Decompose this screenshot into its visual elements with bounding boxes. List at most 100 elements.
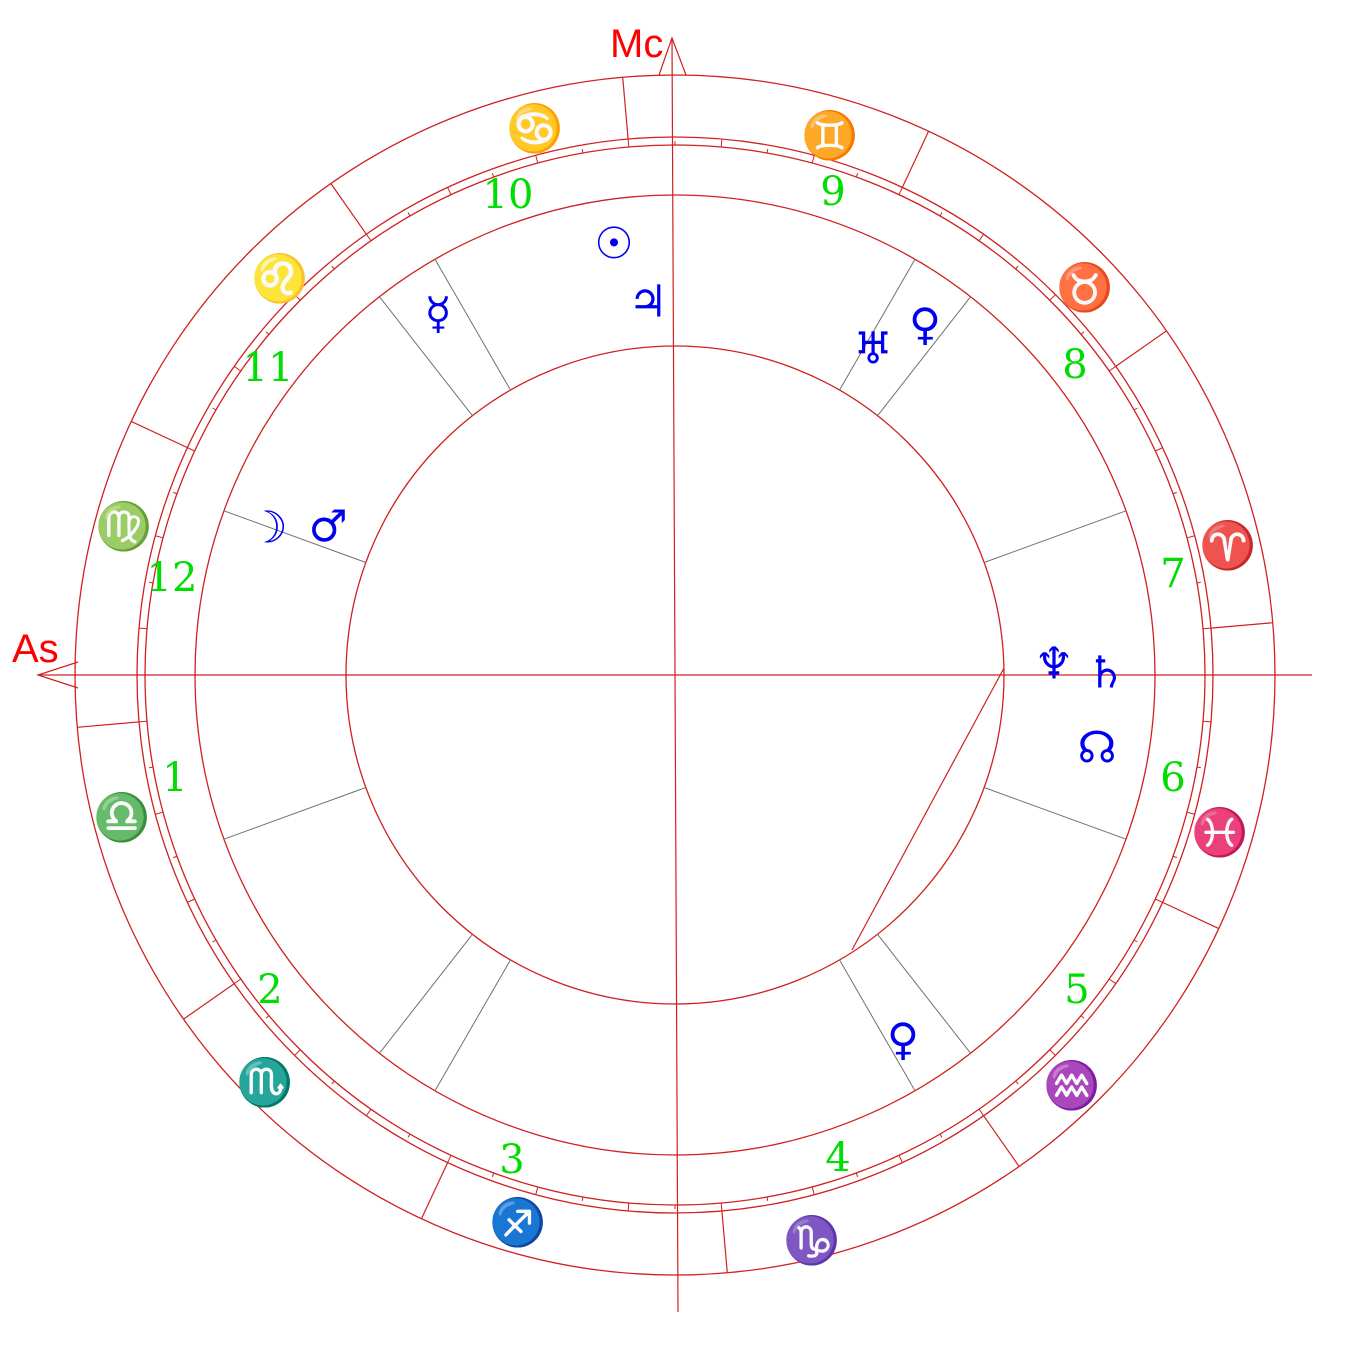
zodiac-leo: ♌ — [251, 251, 308, 305]
zodiac-cancer: ♋ — [506, 101, 563, 155]
degree-tick — [581, 1196, 584, 1201]
house-cusp — [223, 510, 367, 563]
degree-tick — [1186, 535, 1195, 539]
degree-tick — [1202, 720, 1211, 723]
pluto-icon: ♀ — [887, 1015, 919, 1066]
degree-tick — [447, 1155, 452, 1163]
zodiac-scorpio: ♏ — [236, 1055, 293, 1109]
house-number: 5 — [1064, 967, 1089, 1013]
degree-tick — [234, 978, 242, 984]
house-cusp — [877, 933, 971, 1054]
degree-tick — [720, 1202, 723, 1211]
degree-tick — [155, 811, 164, 815]
sign-divider — [130, 420, 188, 449]
sign-divider — [721, 1210, 728, 1273]
moon-icon: ☽ — [248, 503, 287, 554]
degree-tick — [294, 1049, 301, 1056]
house-cusp — [434, 959, 511, 1091]
zodiac-aries: ♈ — [1199, 518, 1256, 572]
degree-tick — [149, 766, 154, 769]
house-cusp — [379, 296, 473, 417]
degree-tick — [766, 1196, 769, 1201]
house-cusp — [434, 259, 511, 391]
zodiac-pisces: ♓ — [1191, 805, 1248, 859]
mars-icon: ♂ — [308, 502, 347, 553]
degree-tick — [811, 155, 815, 164]
chart-axes — [36, 36, 1312, 1313]
sign-divider — [622, 77, 629, 140]
degree-tick — [1080, 1015, 1085, 1019]
degree-tick — [1196, 766, 1201, 769]
degree-tick — [1155, 447, 1163, 452]
degree-tick — [187, 447, 195, 452]
house-cusp — [839, 259, 916, 391]
house-cusp — [983, 510, 1127, 563]
house-cusp — [839, 959, 916, 1091]
sun-icon: ☉ — [594, 219, 633, 270]
degree-tick — [1186, 811, 1195, 815]
sign-divider — [77, 721, 140, 728]
house-number: 9 — [820, 169, 845, 215]
aspect-line — [851, 667, 1005, 951]
uranus-icon: ♅ — [853, 324, 892, 375]
degree-tick — [155, 535, 164, 539]
meridian-line — [671, 37, 679, 1313]
degree-tick — [1133, 939, 1138, 943]
degree-tick — [265, 331, 270, 335]
degree-tick — [331, 265, 335, 270]
house-number: 8 — [1062, 342, 1087, 388]
degree-tick — [855, 173, 859, 178]
degree-tick — [407, 1133, 411, 1138]
degree-tick — [139, 720, 148, 723]
mercury-icon: ☿ — [424, 289, 451, 340]
planet-glyphs: ☉♃☿♅♀☽♂♆♄☊♀ — [248, 219, 1125, 1066]
degree-tick — [1133, 407, 1138, 411]
degree-tick — [187, 898, 195, 903]
house-number: 12 — [147, 555, 198, 601]
degree-tick — [234, 366, 242, 372]
degree-tick — [447, 187, 452, 195]
zodiac-glyphs: ♈♉♊♋♌♍♎♏♐♑♒♓ — [93, 101, 1256, 1267]
house-number: 1 — [162, 755, 187, 801]
degree-tick — [939, 212, 943, 217]
sign-divider — [183, 983, 235, 1020]
zodiac-sign-dividers — [77, 77, 1273, 1273]
zodiac-taurus: ♉ — [1056, 260, 1113, 314]
degree-tick — [1080, 331, 1085, 335]
neptune-icon: ♆ — [1034, 639, 1073, 690]
zodiac-gemini: ♊ — [801, 108, 858, 162]
house-cusp — [223, 787, 367, 840]
degree-tick — [1155, 898, 1163, 903]
midheaven-arrow — [658, 36, 687, 76]
degree-tick — [1202, 627, 1211, 630]
house-cusp-lines — [223, 259, 1127, 1091]
degree-tick — [294, 294, 301, 301]
degree-tick — [212, 407, 217, 411]
degree-tick — [212, 939, 217, 943]
degree-tick — [1196, 581, 1201, 584]
degree-tick — [766, 149, 769, 154]
degree-tick — [149, 581, 154, 584]
degree-tick — [581, 149, 584, 154]
north-node-icon: ☊ — [1077, 723, 1116, 774]
midheaven-label: Mc — [610, 22, 663, 66]
degree-tick — [535, 155, 539, 164]
venus-icon: ♀ — [909, 300, 941, 351]
degree-tick — [1015, 1080, 1019, 1085]
zodiac-virgo: ♍ — [95, 499, 152, 553]
house-number: 4 — [825, 1135, 850, 1181]
zodiac-sagittarius: ♐ — [489, 1195, 546, 1249]
house-number: 6 — [1160, 755, 1185, 801]
degree-tick — [491, 173, 495, 178]
degree-tick — [1015, 265, 1019, 270]
house-number: 11 — [243, 345, 294, 391]
degree-tick — [366, 234, 372, 242]
sign-divider — [983, 1115, 1020, 1167]
degree-tick — [978, 1108, 984, 1116]
degree-tick — [1108, 978, 1116, 984]
degree-tick — [1172, 491, 1177, 495]
jupiter-icon: ♃ — [628, 277, 667, 328]
degree-tick — [627, 139, 630, 148]
house-number: 2 — [257, 967, 282, 1013]
zodiac-capricorn: ♑ — [783, 1213, 840, 1267]
